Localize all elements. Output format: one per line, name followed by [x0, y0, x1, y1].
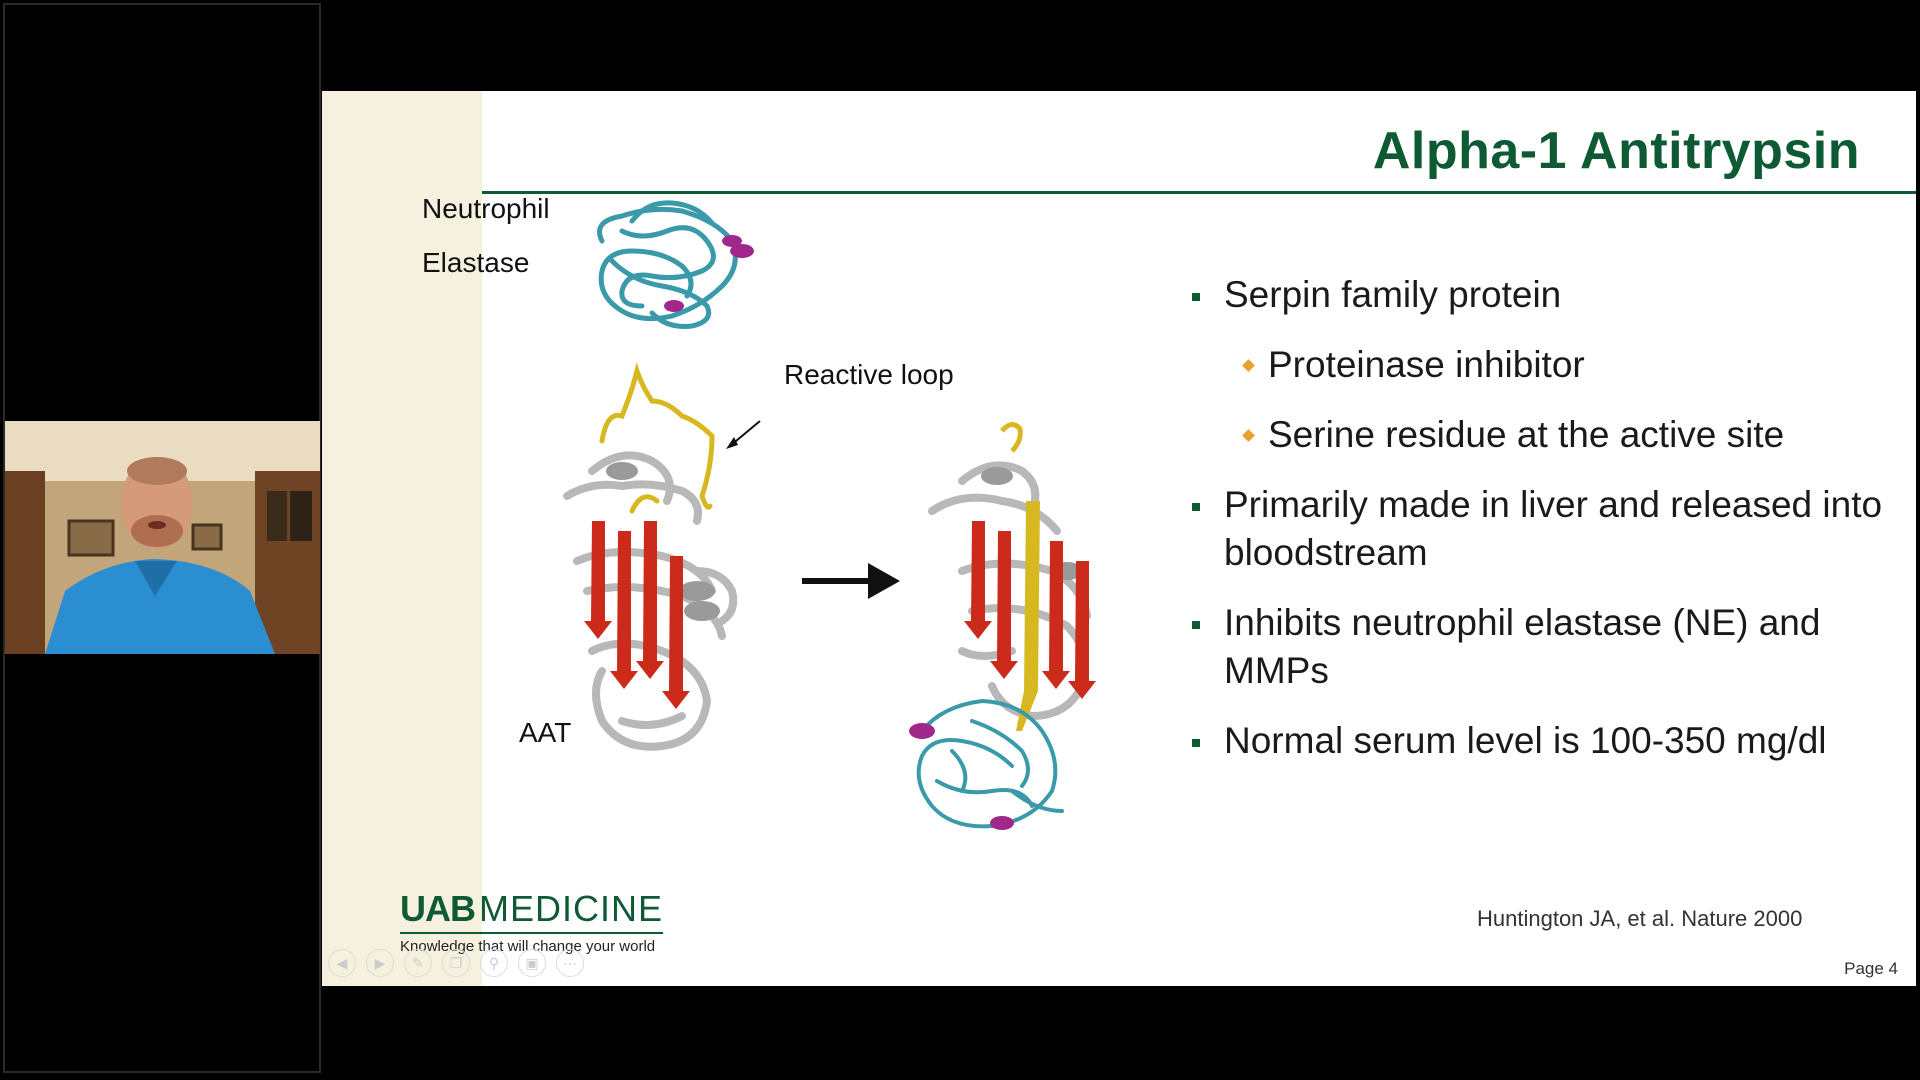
back-icon[interactable]: ◀ — [328, 949, 356, 977]
bullet-serum-level: Normal serum level is 100-350 mg/dl — [1192, 717, 1892, 765]
copy-icon[interactable]: ❐ — [442, 949, 470, 977]
title-rule — [482, 191, 1916, 194]
forward-icon[interactable]: ▶ — [366, 949, 394, 977]
label-elastase: Elastase — [422, 247, 530, 278]
bullet-liver: Primarily made in liver and released int… — [1192, 481, 1892, 577]
elastase-helices — [664, 235, 754, 312]
bullet-inhibits: Inhibits neutrophil elastase (NE) and MM… — [1192, 599, 1892, 695]
complex-elastase — [916, 698, 1064, 829]
complex-loop-top — [1000, 422, 1023, 453]
label-neutrophil: Neutrophil — [422, 193, 550, 224]
elastase-structure — [597, 200, 738, 329]
bullet-text: Serine residue at the active site — [1268, 414, 1785, 455]
presenter-video-frame — [5, 421, 320, 654]
more-icon[interactable]: ⋯ — [556, 949, 584, 977]
complex-beta-sheets — [964, 521, 1096, 699]
slideshow-controls: ◀ ▶ ✎ ❐ ⚲ ▣ ⋯ — [328, 949, 584, 977]
complex-elastase-helices — [909, 723, 1014, 830]
reactive-loop — [599, 362, 715, 514]
diamond-bullet-icon — [1242, 429, 1255, 442]
label-aat: AAT — [519, 717, 572, 748]
slide-title: Alpha-1 Antitrypsin — [1372, 122, 1860, 180]
bullet-text: Proteinase inhibitor — [1268, 344, 1585, 385]
bullet-serpin: Serpin family protein — [1192, 271, 1892, 319]
aat-beta-sheets — [584, 521, 690, 709]
reaction-arrow-head — [868, 563, 900, 599]
inserted-loop-strand — [1016, 501, 1040, 731]
logo-name: MEDICINE — [479, 888, 664, 929]
bullet-serine-residue: Serine residue at the active site — [1192, 411, 1892, 459]
presenter-video[interactable] — [5, 421, 320, 654]
bullet-list: Serpin family protein Proteinase inhibit… — [1192, 271, 1892, 787]
pen-icon[interactable]: ✎ — [404, 949, 432, 977]
screen-icon[interactable]: ▣ — [518, 949, 546, 977]
aat-helices — [606, 462, 720, 621]
slide: Alpha-1 Antitrypsin — [322, 91, 1916, 986]
slide-side-band — [322, 91, 482, 986]
bullet-proteinase-inhibitor: Proteinase inhibitor — [1192, 341, 1892, 389]
diamond-bullet-icon — [1242, 359, 1255, 372]
logo-mark: UAB — [400, 888, 476, 929]
page-number: Page 4 — [1844, 959, 1898, 978]
reactive-loop-pointer-head — [726, 437, 738, 449]
protein-structure-figure — [563, 200, 1096, 830]
zoom-icon[interactable]: ⚲ — [480, 949, 508, 977]
citation: Huntington JA, et al. Nature 2000 — [1477, 906, 1803, 931]
label-reactive-loop: Reactive loop — [784, 359, 954, 390]
